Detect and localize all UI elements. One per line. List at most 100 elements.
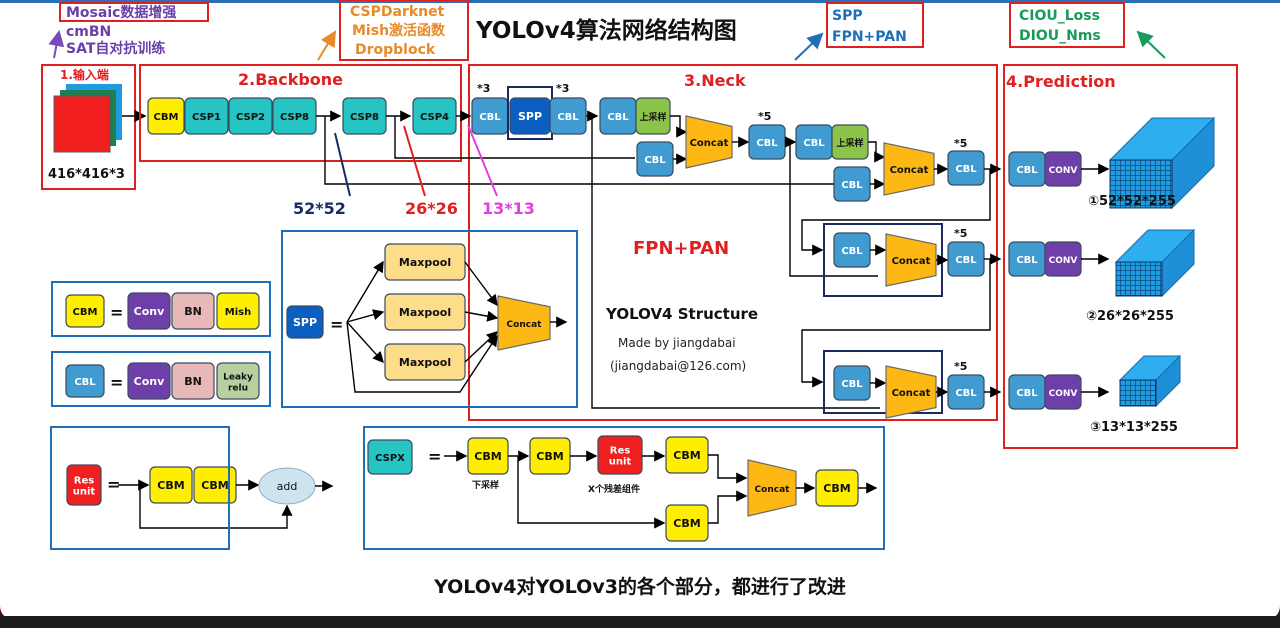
legend-cspx-resunit (597, 435, 643, 475)
pred-cbl-1-label: CBL (1016, 165, 1038, 176)
feature-size-26: 26*26 (405, 199, 458, 218)
legend-cbm-frame (51, 281, 271, 337)
legend-resunit-frame (50, 426, 230, 550)
backbone-trick-2: Mish激活函数 (352, 22, 446, 39)
cspx-top-to-concat (708, 454, 748, 484)
legend-cspx (367, 439, 413, 475)
cube-2-front (1115, 261, 1163, 297)
legend-cbm-bn (171, 292, 215, 330)
legend-resunit-equals: = (107, 475, 120, 494)
neck-upsample-1-label: 上采样 (639, 111, 666, 123)
route-26 (394, 116, 635, 159)
mult3-b: *3 (556, 82, 569, 95)
route-52 (324, 116, 835, 185)
bottom-bar (0, 616, 1280, 628)
pred-cbl-3-label: CBL (1016, 388, 1038, 399)
legend-spp-concat-label: Concat (507, 320, 543, 330)
legend-cbl-conv (127, 362, 171, 400)
pan1-concat (885, 233, 937, 287)
pan1-concat-label: Concat (892, 256, 931, 267)
prediction-tricks-box (1009, 2, 1125, 48)
legend-cbm-conv (127, 292, 171, 330)
legend-cbl-frame (51, 351, 271, 407)
legend-cbl-leaky-label: relu (228, 384, 248, 394)
author-label: Made by jiangdabai (618, 336, 736, 350)
spp-in-2 (346, 309, 385, 323)
output-label-1: ①52*52*255 (1088, 194, 1176, 209)
legend-cbm-mish (216, 292, 260, 330)
mult5-d: *5 (954, 360, 967, 373)
neck-cbl-2-label: CBL (557, 112, 579, 123)
res-skip (139, 485, 293, 529)
legend-cspx-cbm-1-label: CBM (474, 450, 501, 463)
neck-cbl-4-label: CBL (644, 155, 666, 166)
legend-cspx-cbm-2-label: CBM (536, 450, 563, 463)
legend-spp-label: SPP (293, 316, 317, 329)
pan-route-2 (801, 259, 991, 388)
input-size: 416*416*3 (48, 167, 125, 182)
input-tricks-arrow (48, 30, 65, 59)
legend-cbl-bn (171, 362, 215, 400)
legend-cbm (65, 294, 105, 328)
neck-cbl-8-label: CBL (955, 164, 977, 175)
legend-res-cbm-2-label: CBM (201, 479, 228, 492)
prediction-trick-2: DIOU_Nms (1019, 28, 1101, 44)
backbone-cbm-label: CBM (154, 112, 179, 123)
legend-cspx-concat (747, 459, 797, 517)
legend-cspx-concat-label: Concat (755, 485, 791, 495)
neck-tricks-box (826, 2, 924, 48)
neck-spp-label: SPP (518, 110, 542, 123)
neck-cbl-1-label: CBL (479, 112, 501, 123)
pred-conv-1-label: CONV (1049, 166, 1078, 176)
legend-cspx-label: CSPX (375, 453, 405, 464)
fpn-pan-label: FPN+PAN (633, 238, 729, 259)
input-trick-2: cmBN (66, 24, 111, 40)
backbone-label: 2.Backbone (238, 70, 343, 89)
neck-upsample-2-label: 上采样 (836, 137, 863, 149)
cube-3-front (1119, 379, 1157, 407)
pan2-out-cbl-label: CBL (955, 388, 977, 399)
legend-cbm-label: CBM (73, 307, 98, 318)
neck-trick-1: SPP (832, 8, 863, 24)
legend-cspx-frame (363, 426, 885, 550)
legend-res-cbm-1 (149, 466, 193, 504)
neck-cbl-7-label: CBL (841, 180, 863, 191)
legend-cbm-mish-label: Mish (225, 307, 251, 318)
neck-cbl-3-label: CBL (607, 112, 629, 123)
input-trick-3: SAT自对抗训练 (66, 40, 165, 57)
legend-resunit-label: Res (74, 476, 94, 487)
pred-conv-2-label: CONV (1049, 256, 1078, 266)
neck-tricks-arrow (794, 32, 824, 61)
neck-cbl-8 (947, 150, 985, 186)
caption: YOLOv4对YOLOv3的各个部分，都进行了改进 (433, 575, 846, 598)
legend-maxpool-3-label: Maxpool (399, 356, 451, 369)
arrow-13 (467, 124, 498, 197)
arrow-52 (334, 132, 351, 197)
legend-cspx-resunit-label: unit (609, 457, 632, 468)
legend-xres: X个残差组件 (588, 483, 640, 495)
prediction-tricks-arrow (1136, 30, 1166, 59)
legend-cspx-cbm-5-label: CBM (823, 482, 850, 495)
legend-cspx-cbm-4-label: CBM (673, 517, 700, 530)
up2-to-concat (868, 141, 886, 163)
page-title: YOLOv4算法网络结构图 (475, 17, 737, 44)
pan2-cbl-label: CBL (841, 379, 863, 390)
legend-spp-concat (497, 295, 551, 351)
feature-size-13: 13*13 (482, 199, 535, 218)
backbone-trick-1: CSPDarknet (350, 4, 445, 20)
cspx-bot-to-concat (708, 490, 748, 524)
pan-block-2 (823, 350, 943, 414)
pan2-concat-label: Concat (892, 388, 931, 399)
legend-cbm-equals: = (110, 303, 123, 322)
pred-conv-3-label: CONV (1049, 389, 1078, 399)
pan-route-1 (801, 169, 991, 256)
feature-size-52: 52*52 (293, 199, 346, 218)
legend-maxpool-1-label: Maxpool (399, 256, 451, 269)
mult5-c: *5 (954, 227, 967, 240)
spp-in-1 (346, 260, 384, 323)
pan2-concat (885, 365, 937, 419)
backbone-cbm (147, 97, 185, 135)
neck-trick-2: FPN+PAN (832, 29, 907, 45)
mult3-a: *3 (477, 82, 490, 95)
neck-concat-2-label: Concat (890, 165, 929, 176)
